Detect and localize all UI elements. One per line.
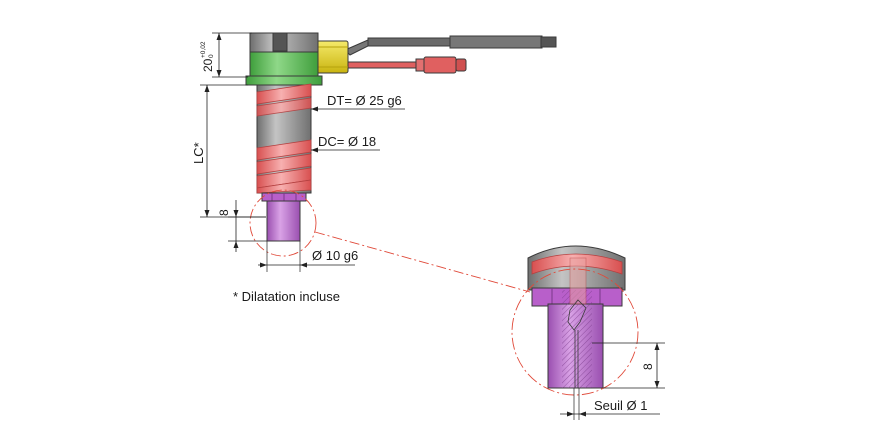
label-seuil: Seuil Ø 1 — [594, 398, 647, 413]
label-eight-detail: 8 — [641, 363, 655, 370]
dimension-dc — [311, 147, 380, 153]
label-eight-main: 8 — [217, 209, 231, 216]
dimension-lc — [200, 84, 266, 218]
dimension-seuil — [560, 388, 660, 420]
main-component — [245, 32, 557, 257]
detail-view — [511, 245, 639, 396]
label-lc: LC* — [191, 142, 206, 164]
height-tol-upper: +0,02 — [200, 41, 207, 58]
dimension-height — [212, 32, 252, 78]
grey-cable — [344, 35, 557, 56]
yellow-connector — [315, 40, 349, 74]
label-diam10: Ø 10 g6 — [312, 248, 358, 263]
dimension-diam10 — [258, 241, 355, 272]
detail-circle-small — [249, 189, 317, 257]
heating-coil — [256, 83, 312, 194]
green-head — [245, 32, 323, 86]
height-tol-lower: 0 — [208, 54, 215, 58]
dimension-eight-main — [228, 200, 267, 252]
dimension-eight-detail — [592, 342, 665, 389]
height-value: 20 — [201, 58, 215, 72]
label-dc: DC= Ø 18 — [318, 134, 376, 149]
purple-tip — [266, 200, 301, 242]
detail-leader-line — [314, 231, 531, 293]
detail-circle-large — [511, 268, 639, 396]
red-cable — [345, 56, 467, 74]
dimension-dt — [311, 106, 405, 112]
label-dt: DT= Ø 25 g6 — [327, 93, 402, 108]
hex-nut — [261, 192, 307, 202]
label-height: 20 +0,02 0 — [200, 41, 215, 72]
footnote-dilatation: * Dilatation incluse — [233, 289, 340, 304]
